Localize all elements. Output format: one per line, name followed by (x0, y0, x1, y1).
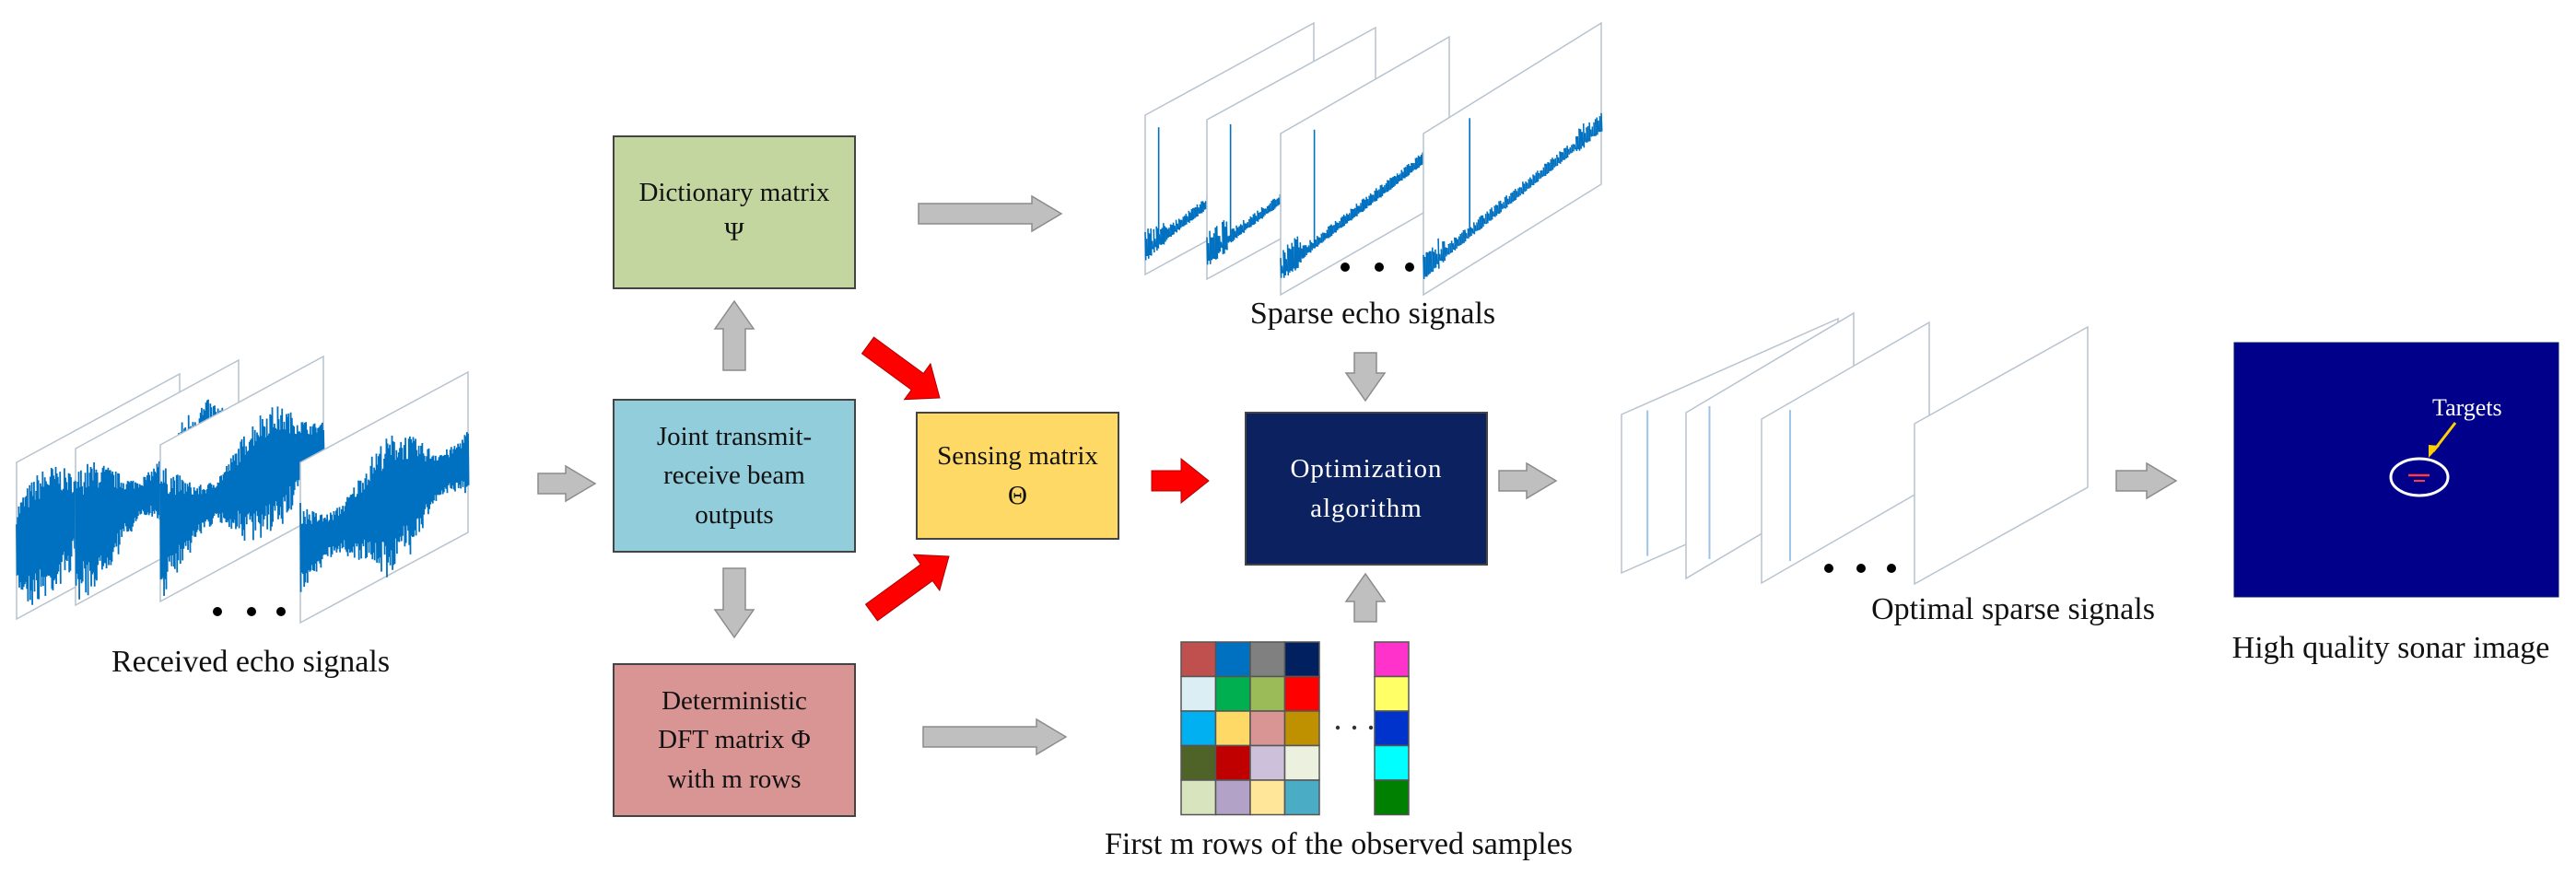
observed-column-cell (1374, 744, 1410, 781)
observed-grid-cell (1180, 710, 1217, 747)
observed-column-cell (1374, 641, 1410, 678)
observed-grid-cell (1249, 779, 1286, 816)
observed-grid-cell (1180, 744, 1217, 781)
optimization-label-line2: algorithm (1310, 493, 1423, 523)
arrow-dft-to-observed (922, 718, 1068, 756)
observed-grid-cell (1283, 744, 1320, 781)
dictionary-matrix-box: Dictionary matrix Ψ (613, 135, 856, 289)
targets-pointer-head (2429, 445, 2440, 458)
arrow-joint-to-dft (713, 567, 755, 639)
ellipsis-dot (1856, 564, 1866, 573)
ellipsis-dot (247, 607, 256, 616)
observed-grid-cell (1249, 675, 1286, 712)
received-noise-trace (299, 432, 470, 592)
observed-grid-cell (1283, 779, 1320, 816)
arrow-sparse-to-optimization (1344, 352, 1387, 403)
sonar-background (2233, 342, 2559, 598)
observed-grid-cell (1214, 744, 1251, 781)
dft-matrix-label-line1: Deterministic (662, 686, 807, 717)
ellipsis-dot (213, 607, 222, 616)
sparse-echo-signals-caption: Sparse echo signals (1249, 297, 1496, 331)
sparse-panel-frame (1423, 21, 1602, 297)
observed-grid-cell (1249, 641, 1286, 678)
arrow-dft-to-sensing (864, 554, 950, 622)
ellipsis-dot (1375, 263, 1384, 272)
dft-matrix-label-line3: with m rows (667, 764, 802, 794)
sonar-image (2233, 342, 2559, 598)
arrow-dictionary-to-sparse (918, 194, 1063, 233)
arrows-layer (537, 194, 2178, 756)
observed-samples-caption: First m rows of the observed samples (1104, 827, 1574, 861)
observed-grid-cell (1214, 675, 1251, 712)
dictionary-matrix-label: Dictionary matrix (638, 178, 830, 208)
observed-grid-cell (1249, 744, 1286, 781)
received-noise-trace (159, 406, 325, 597)
ellipsis-dot (1335, 725, 1341, 730)
arrow-joint-to-dictionary (713, 299, 755, 371)
observed-column-cell (1374, 675, 1410, 712)
observed-grid-cell (1180, 641, 1217, 678)
joint-beam-label-line2: receive beam (663, 461, 805, 491)
observed-grid-cell (1214, 779, 1251, 816)
observed-grid-cell (1283, 641, 1320, 678)
arrow-observed-to-optimization (1344, 572, 1387, 623)
sparse-echo-signals-stack (1144, 21, 1603, 297)
optimal-panel-frame (1914, 325, 2089, 586)
observed-grid-cell (1214, 710, 1251, 747)
received-signal-panel (299, 370, 470, 624)
optimal-signal-panel (1914, 325, 2089, 586)
sparse-signal-panel (1423, 21, 1603, 297)
optimization-label-line1: Optimization (1290, 454, 1443, 484)
observed-column-cell (1374, 710, 1410, 747)
received-echo-signals-stack (16, 355, 470, 624)
observed-samples-grid (1180, 641, 1320, 816)
arrow-optimization-to-optimal (1498, 461, 1558, 500)
received-echo-signals-caption: Received echo signals (111, 645, 391, 679)
ellipsis-dot (1405, 263, 1414, 272)
ellipsis-dot (1887, 564, 1896, 573)
arrow-optimal-to-sonar (2115, 461, 2178, 500)
sensing-matrix-symbol: Θ (1008, 480, 1027, 510)
sensing-matrix-label: Sensing matrix (937, 441, 1098, 472)
observed-grid-cell (1249, 710, 1286, 747)
ellipsis-dot (1352, 725, 1357, 730)
optimal-sparse-signals-caption: Optimal sparse signals (1871, 592, 2155, 626)
ellipsis-dots (213, 263, 1896, 730)
observed-column-cell (1374, 779, 1410, 816)
arrow-sensing-to-optimization (1151, 457, 1210, 505)
observed-grid-cell (1214, 641, 1251, 678)
ellipsis-dot (1341, 263, 1350, 272)
observed-grid-cell (1180, 675, 1217, 712)
observed-samples-column (1374, 641, 1410, 816)
dft-matrix-label-line2: DFT matrix Φ (658, 725, 811, 755)
arrow-received-to-joint (537, 464, 597, 503)
optimal-sparse-signals-stack (1621, 311, 2089, 586)
sparse-noise-trace (1423, 112, 1603, 280)
observed-grid-cell (1283, 675, 1320, 712)
observed-grid-cell (1283, 710, 1320, 747)
ellipsis-dot (276, 607, 286, 616)
joint-beam-outputs-box: Joint transmit- receive beam outputs (613, 399, 856, 553)
targets-label: Targets (2432, 394, 2502, 421)
joint-beam-label-line1: Joint transmit- (656, 422, 813, 452)
dft-matrix-box: Deterministic DFT matrix Φ with m rows (613, 663, 856, 817)
target-highlight-ellipse (2389, 457, 2450, 497)
ellipsis-dot (1368, 725, 1374, 730)
ellipsis-dot (1824, 564, 1833, 573)
optimization-algorithm-box: Optimization algorithm (1245, 412, 1488, 566)
dictionary-matrix-symbol: Ψ (724, 216, 744, 247)
sonar-image-caption: High quality sonar image (2231, 631, 2550, 665)
sensing-matrix-box: Sensing matrix Θ (916, 412, 1119, 540)
observed-grid-cell (1180, 779, 1217, 816)
arrow-dictionary-to-sensing (861, 336, 941, 401)
joint-beam-label-line3: outputs (695, 499, 774, 530)
